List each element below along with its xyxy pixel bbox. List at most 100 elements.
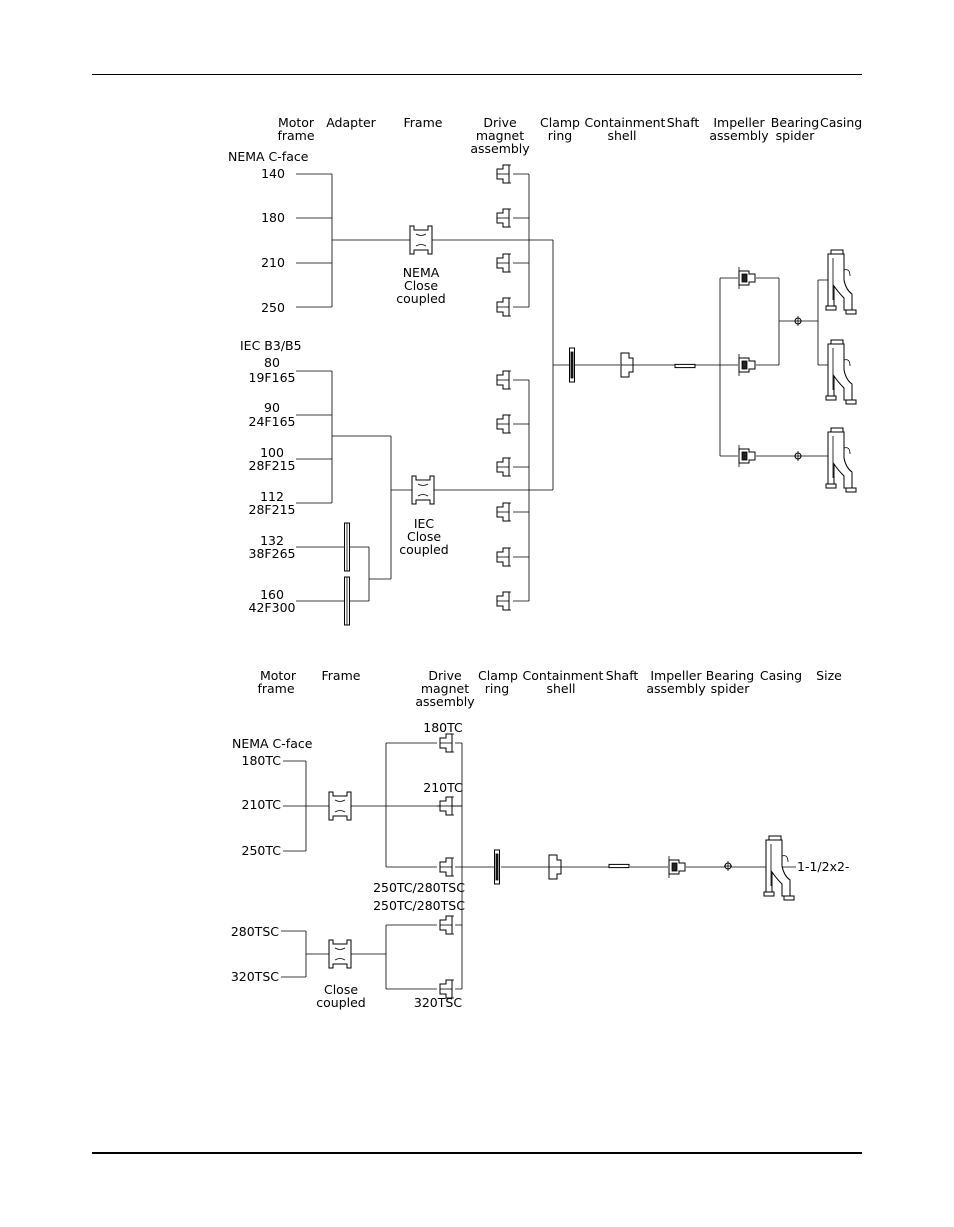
nema-frame-labels: 140 180 210 250 [261, 166, 285, 315]
bottom-pump-train [494, 835, 795, 901]
nema-frame-icon [328, 791, 352, 821]
drive-magnet-icon [496, 253, 512, 273]
header-shaft: Shaft [606, 668, 639, 683]
bearing-spider-icon [793, 315, 803, 327]
top-pump-train [569, 249, 857, 493]
drive-magnet-icon [439, 857, 455, 877]
containment-shell-icon [620, 352, 634, 378]
iec-close-coupled-frame-icon [411, 475, 435, 505]
drive-magnet-icon [496, 457, 512, 477]
adapter-plate-icon [344, 576, 350, 626]
header-size: Size [816, 668, 842, 683]
drive-magnet-icon [496, 164, 512, 184]
bottom-connectors [281, 742, 796, 990]
magnet-label-250tc-280tsc: 250TC/280TSC [373, 880, 465, 895]
magnet-label-210tc: 210TC [423, 780, 463, 795]
adapter-plate-icon [344, 522, 350, 572]
nema-frame-210tc: 210TC [242, 797, 282, 812]
header-casing: Casing [820, 115, 862, 130]
casing-icon [825, 249, 857, 315]
header-casing: Casing [760, 668, 802, 683]
nema-frame-250tc: 250TC [242, 843, 282, 858]
drive-magnet-icon [496, 591, 512, 611]
impeller-assembly-icon [738, 266, 756, 290]
clamp-ring-icon [569, 347, 575, 383]
iec-group-label: IEC B3/B5 [240, 338, 302, 353]
nema-frame-210: 210 [261, 255, 285, 270]
header-adapter: Adapter [326, 115, 376, 130]
top-nema-connectors [296, 173, 553, 308]
nema-frame-180tc: 180TC [242, 753, 282, 768]
bottom-magnet-labels: 180TC 210TC 250TC/280TSC 250TC/280TSC 32… [373, 720, 465, 1010]
casing-icon [763, 835, 795, 901]
drive-magnet-icon [496, 414, 512, 434]
header-frame: Frame [404, 115, 443, 130]
bottom-magnets [439, 733, 455, 999]
drive-magnet-icon [496, 547, 512, 567]
clamp-ring-icon [494, 849, 500, 885]
drive-magnet-icon [496, 502, 512, 522]
drive-magnet-icon [439, 733, 455, 753]
magnet-label-250tc-280tsc: 250TC/280TSC [373, 898, 465, 913]
nema-frame-250: 250 [261, 300, 285, 315]
containment-shell-icon [548, 854, 562, 880]
bottom-motor-frame-labels: 180TC 210TC 250TC 280TSC 320TSC [231, 753, 281, 984]
drive-magnet-icon [496, 297, 512, 317]
nema-close-coupled-frame-icon [409, 225, 433, 255]
nema-frame-180: 180 [261, 210, 285, 225]
shaft-icon [608, 863, 630, 869]
tsc-frame-320tsc: 320TSC [231, 969, 279, 984]
tsc-frame-280tsc: 280TSC [231, 924, 279, 939]
drive-magnet-icon [439, 915, 455, 935]
impeller-assembly-icon [668, 855, 686, 879]
bearing-spider-icon [793, 450, 803, 462]
top-iec-magnets [496, 370, 512, 611]
size-label: 1-1/2x2- [797, 859, 849, 874]
casing-icon [825, 427, 857, 493]
casing-icon [825, 339, 857, 405]
header-frame: Frame [322, 668, 361, 683]
impeller-assembly-icon [738, 444, 756, 468]
bottom-rule [92, 1152, 862, 1154]
header-shaft: Shaft [667, 115, 700, 130]
impeller-assembly-icon [738, 353, 756, 377]
magnet-label-320tsc: 320TSC [414, 995, 462, 1010]
nema-frame-140: 140 [261, 166, 285, 181]
shaft-icon [674, 363, 696, 369]
top-nema-magnets [496, 164, 512, 317]
bearing-spider-icon [723, 860, 733, 872]
top-rule [92, 74, 862, 75]
magnet-label-180tc: 180TC [423, 720, 463, 735]
nema-group-label: NEMA C-face [228, 149, 309, 164]
top-iec-connectors [296, 240, 572, 602]
drive-magnet-icon [439, 796, 455, 816]
drive-magnet-icon [496, 370, 512, 390]
bottom-nema-group-label: NEMA C-face [232, 736, 313, 751]
close-coupled-frame-icon [328, 939, 352, 969]
drive-magnet-icon [496, 208, 512, 228]
